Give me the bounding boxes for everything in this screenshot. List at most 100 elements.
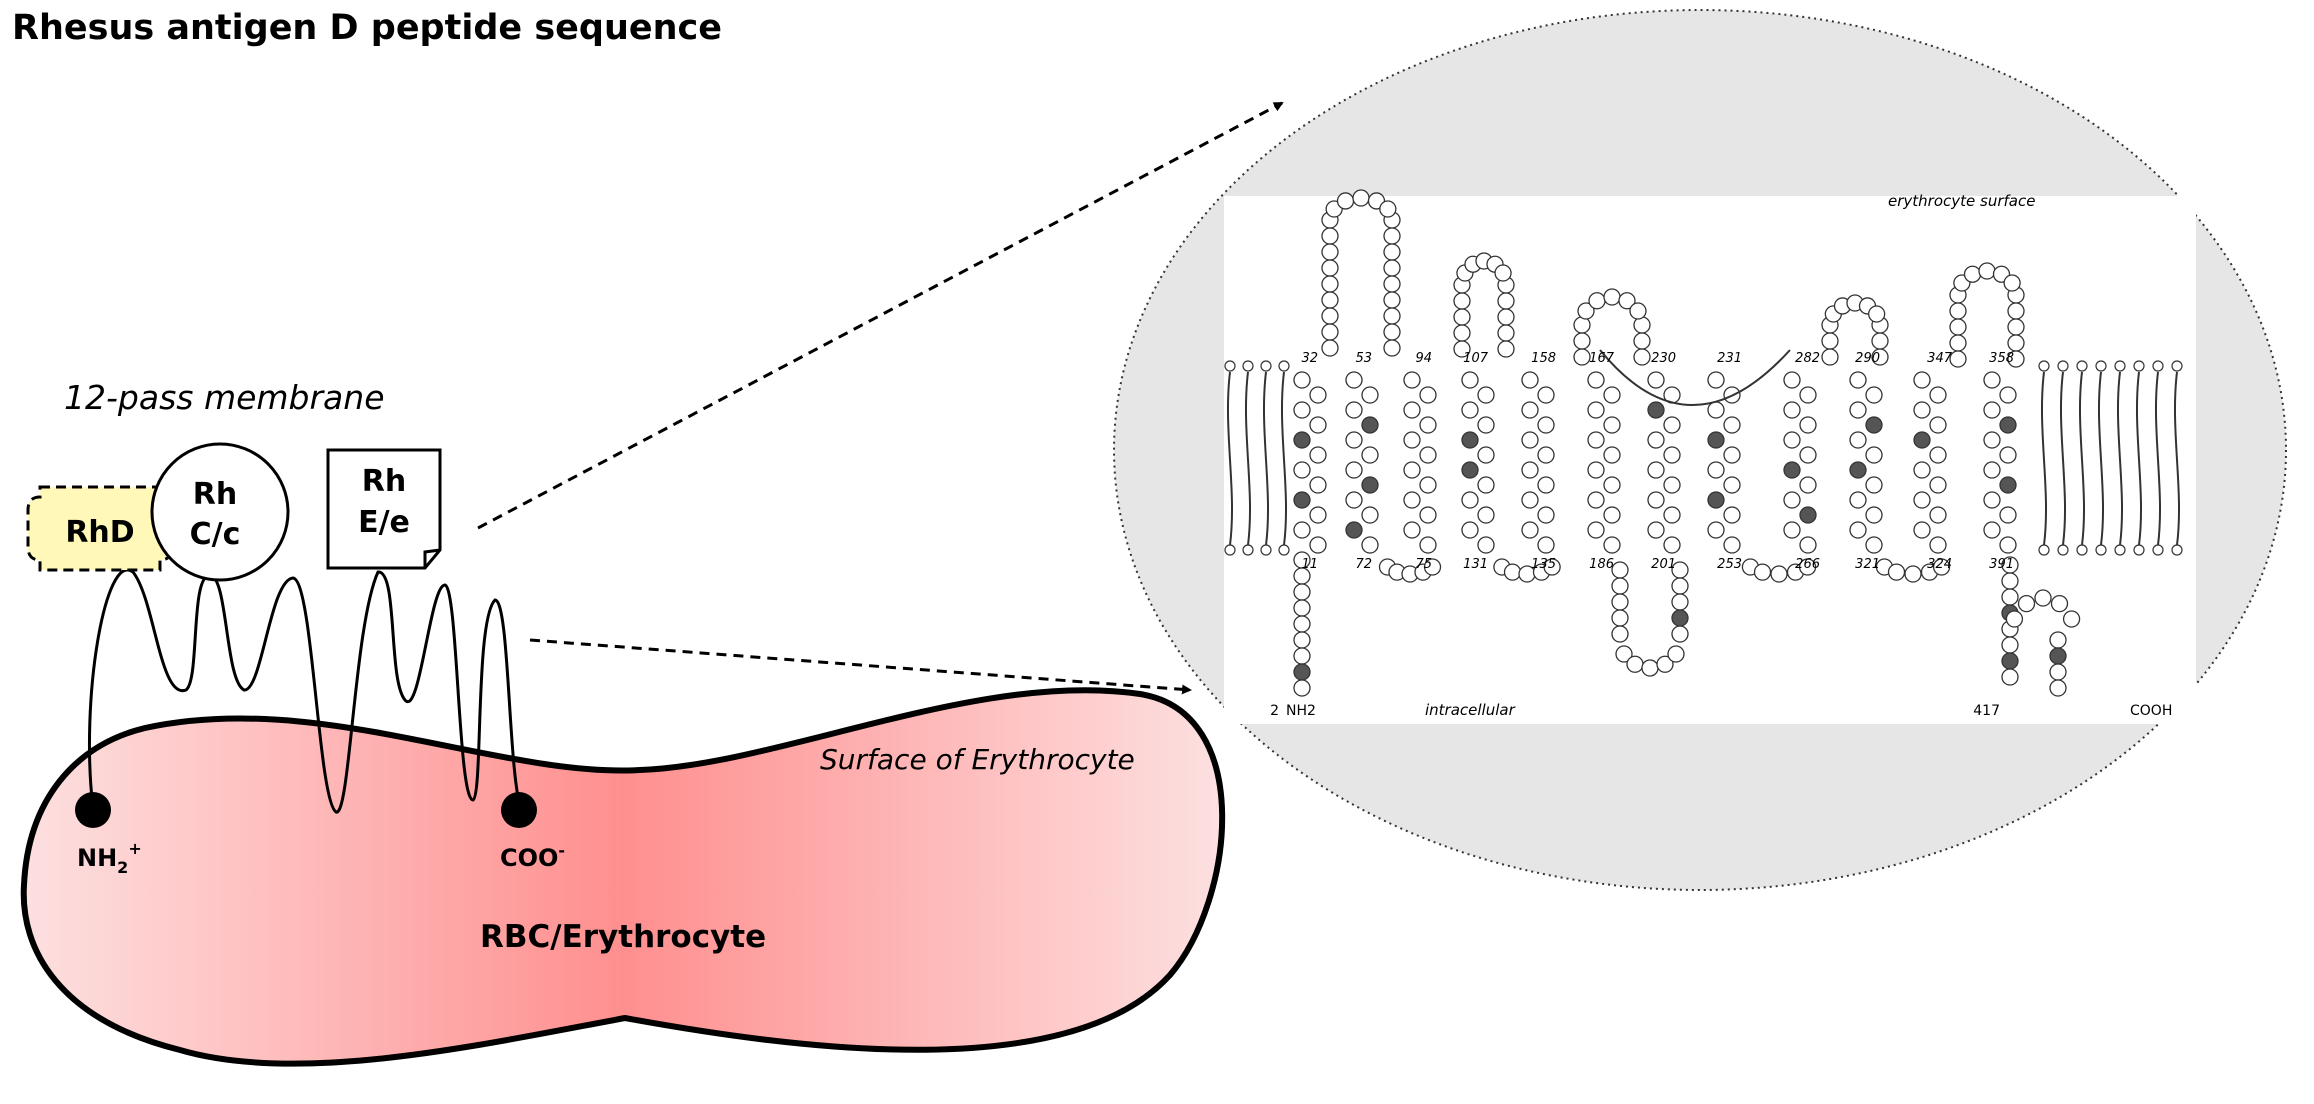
residue-circle (1321, 323, 1339, 341)
residue-circle (1503, 563, 1522, 581)
residue-circle (1293, 615, 1311, 633)
lipid-head (1242, 360, 1254, 372)
residue-circle (1403, 461, 1421, 479)
residue-circle (1671, 609, 1689, 627)
residue-circle (1611, 577, 1629, 595)
residue-number-top: 94 (1415, 351, 1432, 366)
residue-circle (1618, 292, 1636, 310)
lipid-head (2152, 360, 2164, 372)
residue-circle (1403, 521, 1421, 539)
rhee-antigen: Rh E/e (326, 448, 442, 570)
residue-circle (2001, 636, 2019, 654)
zoom-end-number: 417 (1973, 703, 2000, 719)
residue-circle (1293, 663, 1311, 681)
residue-number-bottom: 266 (1795, 557, 1820, 572)
residue-circle (1999, 506, 2017, 524)
residue-circle (1603, 506, 1621, 524)
residue-circle (1521, 371, 1539, 389)
residue-circle (1293, 431, 1311, 449)
lipid-head (2152, 544, 2164, 556)
residue-circle (1497, 308, 1515, 326)
membrane-peptide-loops (88, 568, 524, 814)
residue-circle (1321, 275, 1339, 293)
lipid-tail (2040, 371, 2048, 546)
residue-circle (1345, 431, 1363, 449)
residue-circle (1383, 339, 1401, 357)
residue-circle (1361, 416, 1379, 434)
residue-circle (1799, 386, 1817, 404)
residue-circle (1963, 265, 1982, 283)
residue-circle (2001, 588, 2019, 606)
residue-circle (1932, 558, 1951, 576)
residue-number-bottom: 324 (1927, 557, 1952, 572)
residue-circle (1419, 536, 1437, 554)
residue-circle (1587, 401, 1605, 419)
lipid-tail (2154, 371, 2162, 546)
residue-circle (1647, 371, 1665, 389)
lipid-head (2171, 544, 2183, 556)
residue-circle (1999, 416, 2017, 434)
residue-circle (1587, 461, 1605, 479)
residue-circle (1647, 431, 1665, 449)
residue-circle (2049, 647, 2067, 665)
residue-circle (1663, 506, 1681, 524)
residue-circle (1723, 536, 1741, 554)
residue-circle (1573, 332, 1591, 350)
residue-circle (1723, 446, 1741, 464)
lipid-tail (2173, 371, 2181, 546)
residue-circle (1647, 401, 1665, 419)
residue-circle (1603, 416, 1621, 434)
lipid-head (2038, 360, 2050, 372)
residue-circle (2007, 334, 2025, 352)
zoom-arrow-lower (529, 638, 1192, 695)
residue-number-bottom: 135 (1531, 557, 1556, 572)
residue-circle (1603, 288, 1621, 306)
lipid-tail (2116, 371, 2124, 546)
zoom-surface-label: erythrocyte surface (1888, 192, 2035, 210)
residue-circle (1949, 302, 1967, 320)
residue-circle (1913, 491, 1931, 509)
residue-circle (1783, 401, 1801, 419)
residue-circle (1671, 625, 1689, 643)
residue-circle (1949, 318, 1967, 336)
residue-circle (1849, 521, 1867, 539)
residue-circle (1573, 348, 1591, 366)
rhcc-label-line1: Rh (193, 477, 237, 512)
lipid-tail (2059, 371, 2067, 546)
residue-number-bottom: 186 (1589, 557, 1614, 572)
residue-number-top: 230 (1651, 351, 1676, 366)
residue-circle (1770, 565, 1788, 583)
residue-circle (1537, 476, 1555, 494)
residue-circle (1453, 340, 1471, 358)
residue-circle (2001, 572, 2019, 590)
lipid-tail (2078, 371, 2086, 546)
residue-circle (1671, 593, 1689, 611)
residue-circle (2049, 631, 2067, 649)
page-title: Rhesus antigen D peptide sequence (12, 8, 722, 48)
residue-circle (1611, 625, 1629, 643)
residue-circle (1929, 386, 1947, 404)
lipid-head (2133, 360, 2145, 372)
residue-circle (1293, 599, 1311, 617)
residue-circle (1799, 536, 1817, 554)
residue-circle (1723, 506, 1741, 524)
residue-circle (1521, 521, 1539, 539)
residue-circle (1723, 416, 1741, 434)
residue-circle (1453, 308, 1471, 326)
residue-circle (2017, 594, 2036, 613)
residue-circle (1419, 476, 1437, 494)
residue-circle (1477, 536, 1495, 554)
residue-circle (1865, 506, 1883, 524)
residue-circle (1983, 461, 2001, 479)
residue-circle (1983, 491, 2001, 509)
lipid-head (2038, 544, 2050, 556)
residue-circle (1345, 461, 1363, 479)
residue-circle (1999, 476, 2017, 494)
residue-number-top: 282 (1795, 351, 1820, 366)
residue-circle (2005, 610, 2024, 628)
lipid-head (1260, 360, 1272, 372)
residue-circle (1949, 350, 1967, 368)
residue-circle (1537, 536, 1555, 554)
lipid-head (1278, 544, 1290, 556)
residue-circle (1461, 401, 1479, 419)
